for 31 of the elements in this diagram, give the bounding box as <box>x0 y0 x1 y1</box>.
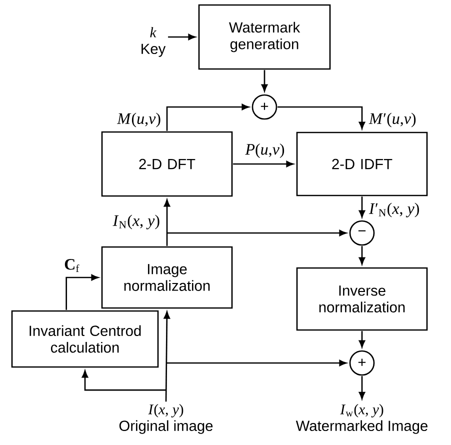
process-box: Invariant Centrod calculation <box>11 310 159 368</box>
arrow <box>358 331 366 348</box>
arrow <box>168 34 196 40</box>
output-label: I(x, y) Original image <box>119 404 213 434</box>
edge-label: I′$_{N}$(x, y) <box>368 201 422 219</box>
input-label: k Key <box>142 27 166 57</box>
process-box: 2-D DFT <box>101 131 233 197</box>
output-label: I$_{w}$(x, y) Watermarked Image <box>296 404 428 434</box>
process-box: Image normalization <box>101 246 233 309</box>
arrow <box>358 376 366 400</box>
arrow <box>358 246 366 265</box>
process-box: 2-D IDFT <box>296 132 428 196</box>
edge-label: M(u,v) <box>116 111 162 129</box>
arrow <box>233 160 294 168</box>
arrow <box>261 70 268 92</box>
arrow <box>358 196 366 218</box>
summing-junction: − <box>349 220 375 246</box>
arrow <box>167 230 347 236</box>
arrow <box>166 104 250 131</box>
arrow <box>82 311 347 402</box>
edge-label: P(u,v) <box>244 142 286 160</box>
process-box: Watermark generation <box>198 4 331 70</box>
arrow <box>278 106 366 130</box>
arrow <box>164 199 170 246</box>
summing-junction: + <box>349 350 375 376</box>
summing-junction: + <box>252 94 278 120</box>
edge-label: M′(u,v) <box>368 111 418 129</box>
arrow <box>66 274 99 310</box>
edge-label: I$_{N}$(x, y) <box>111 213 162 231</box>
process-box: Inverse normalization <box>296 267 428 331</box>
edge-label: C$_{f}$ <box>62 258 82 274</box>
